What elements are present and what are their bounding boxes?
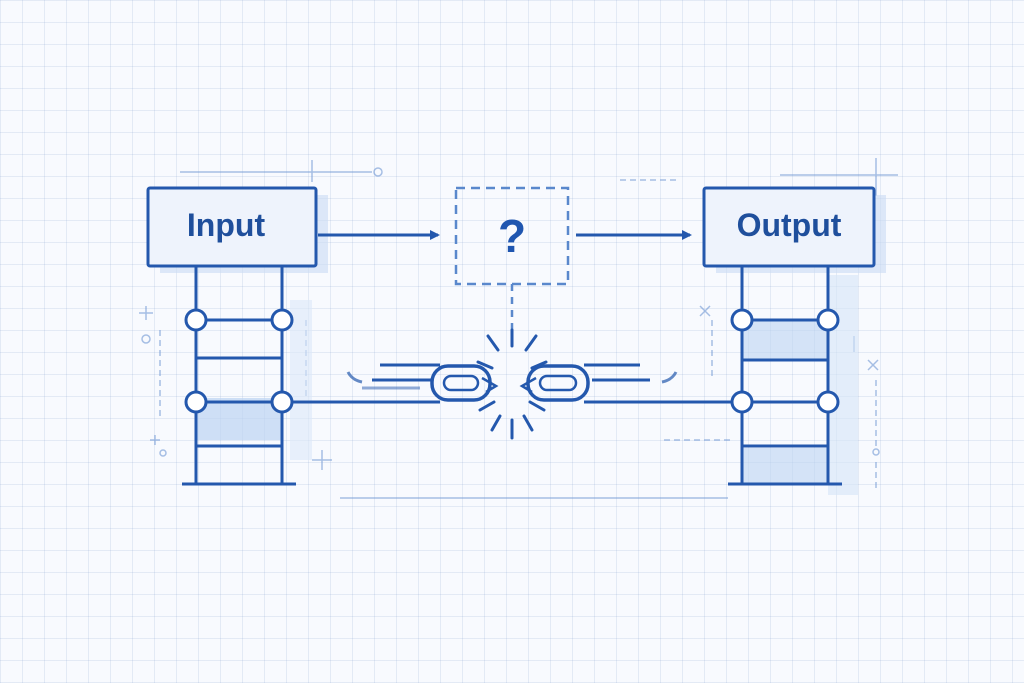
unknown-process-node: ? <box>454 186 570 340</box>
link-lines <box>292 363 732 404</box>
output-node: Output <box>702 186 886 273</box>
ladder-node-in-1 <box>184 308 208 332</box>
input-node: Input <box>146 186 328 273</box>
output-ladder <box>728 266 858 495</box>
input-ladder <box>182 266 312 486</box>
output-label: Output <box>737 207 842 243</box>
spark-burst-icon <box>476 328 548 440</box>
ladder-node-in-3 <box>184 390 208 414</box>
ladder-node-out-1 <box>730 308 754 332</box>
ladder-node-out-3 <box>730 390 754 414</box>
ladder-node-in-4 <box>270 390 294 414</box>
ladder-node-in-2 <box>270 308 294 332</box>
input-label: Input <box>187 207 266 243</box>
broken-chain-icon <box>430 364 590 402</box>
unknown-label: ? <box>498 210 526 262</box>
ladder-node-out-2 <box>816 308 840 332</box>
ladder-node-out-4 <box>816 390 840 414</box>
